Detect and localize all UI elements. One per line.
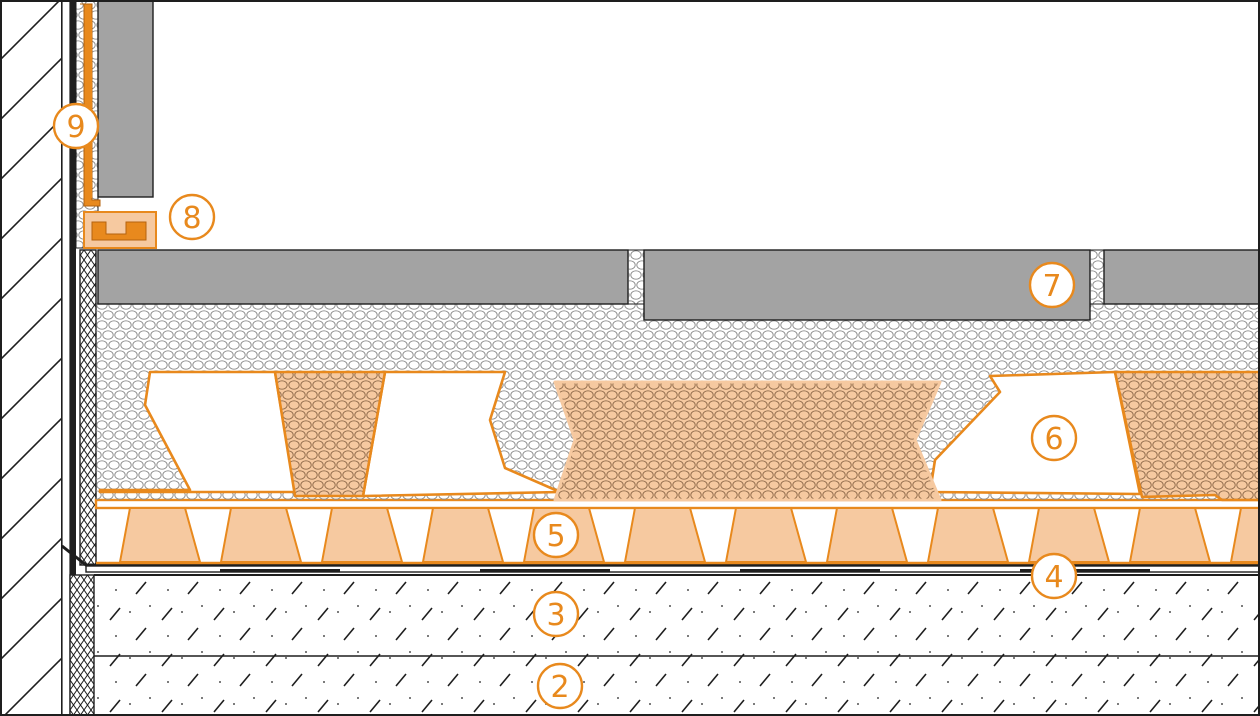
callout-2: 2 <box>536 662 584 710</box>
heating-stud <box>1128 507 1212 563</box>
callout-2-label: 2 <box>550 670 569 705</box>
callout-3: 3 <box>532 590 580 638</box>
heating-stud <box>421 507 505 563</box>
tile-edge-profile <box>83 211 157 249</box>
edge-insulation-strip-upper <box>79 249 97 566</box>
heating-stud <box>320 507 404 563</box>
heating-stud <box>219 507 303 563</box>
heating-stud <box>926 507 1010 563</box>
callout-8: 8 <box>168 193 216 241</box>
callout-5-label: 5 <box>546 519 565 554</box>
heating-stud <box>724 507 808 563</box>
sub-base-layer <box>94 655 1260 716</box>
callout-6-label: 6 <box>1044 422 1063 457</box>
callout-8-label: 8 <box>182 201 201 236</box>
separation-membrane <box>61 544 1260 573</box>
callout-3-label: 3 <box>546 598 565 633</box>
callout-7: 7 <box>1028 261 1076 309</box>
callout-4-label: 4 <box>1044 560 1063 595</box>
heating-cups <box>98 370 1260 502</box>
edge-insulation-strip-lower <box>69 574 95 716</box>
callout-5: 5 <box>532 511 580 559</box>
screed-layer <box>94 574 1260 656</box>
heating-stud <box>623 507 707 563</box>
callout-9: 9 <box>52 102 100 150</box>
heating-stud <box>118 507 202 563</box>
heating-stud <box>1027 507 1111 563</box>
callout-4: 4 <box>1030 552 1078 600</box>
floor-tiles <box>97 249 1260 321</box>
callout-7-label: 7 <box>1042 269 1061 304</box>
heating-base-panel <box>94 498 1260 565</box>
callout-6: 6 <box>1030 414 1078 462</box>
heating-stud <box>825 507 909 563</box>
heating-stud <box>1229 507 1260 563</box>
masonry-wall <box>0 0 63 716</box>
callout-9-label: 9 <box>66 110 85 145</box>
wall-render-layer <box>61 0 76 716</box>
